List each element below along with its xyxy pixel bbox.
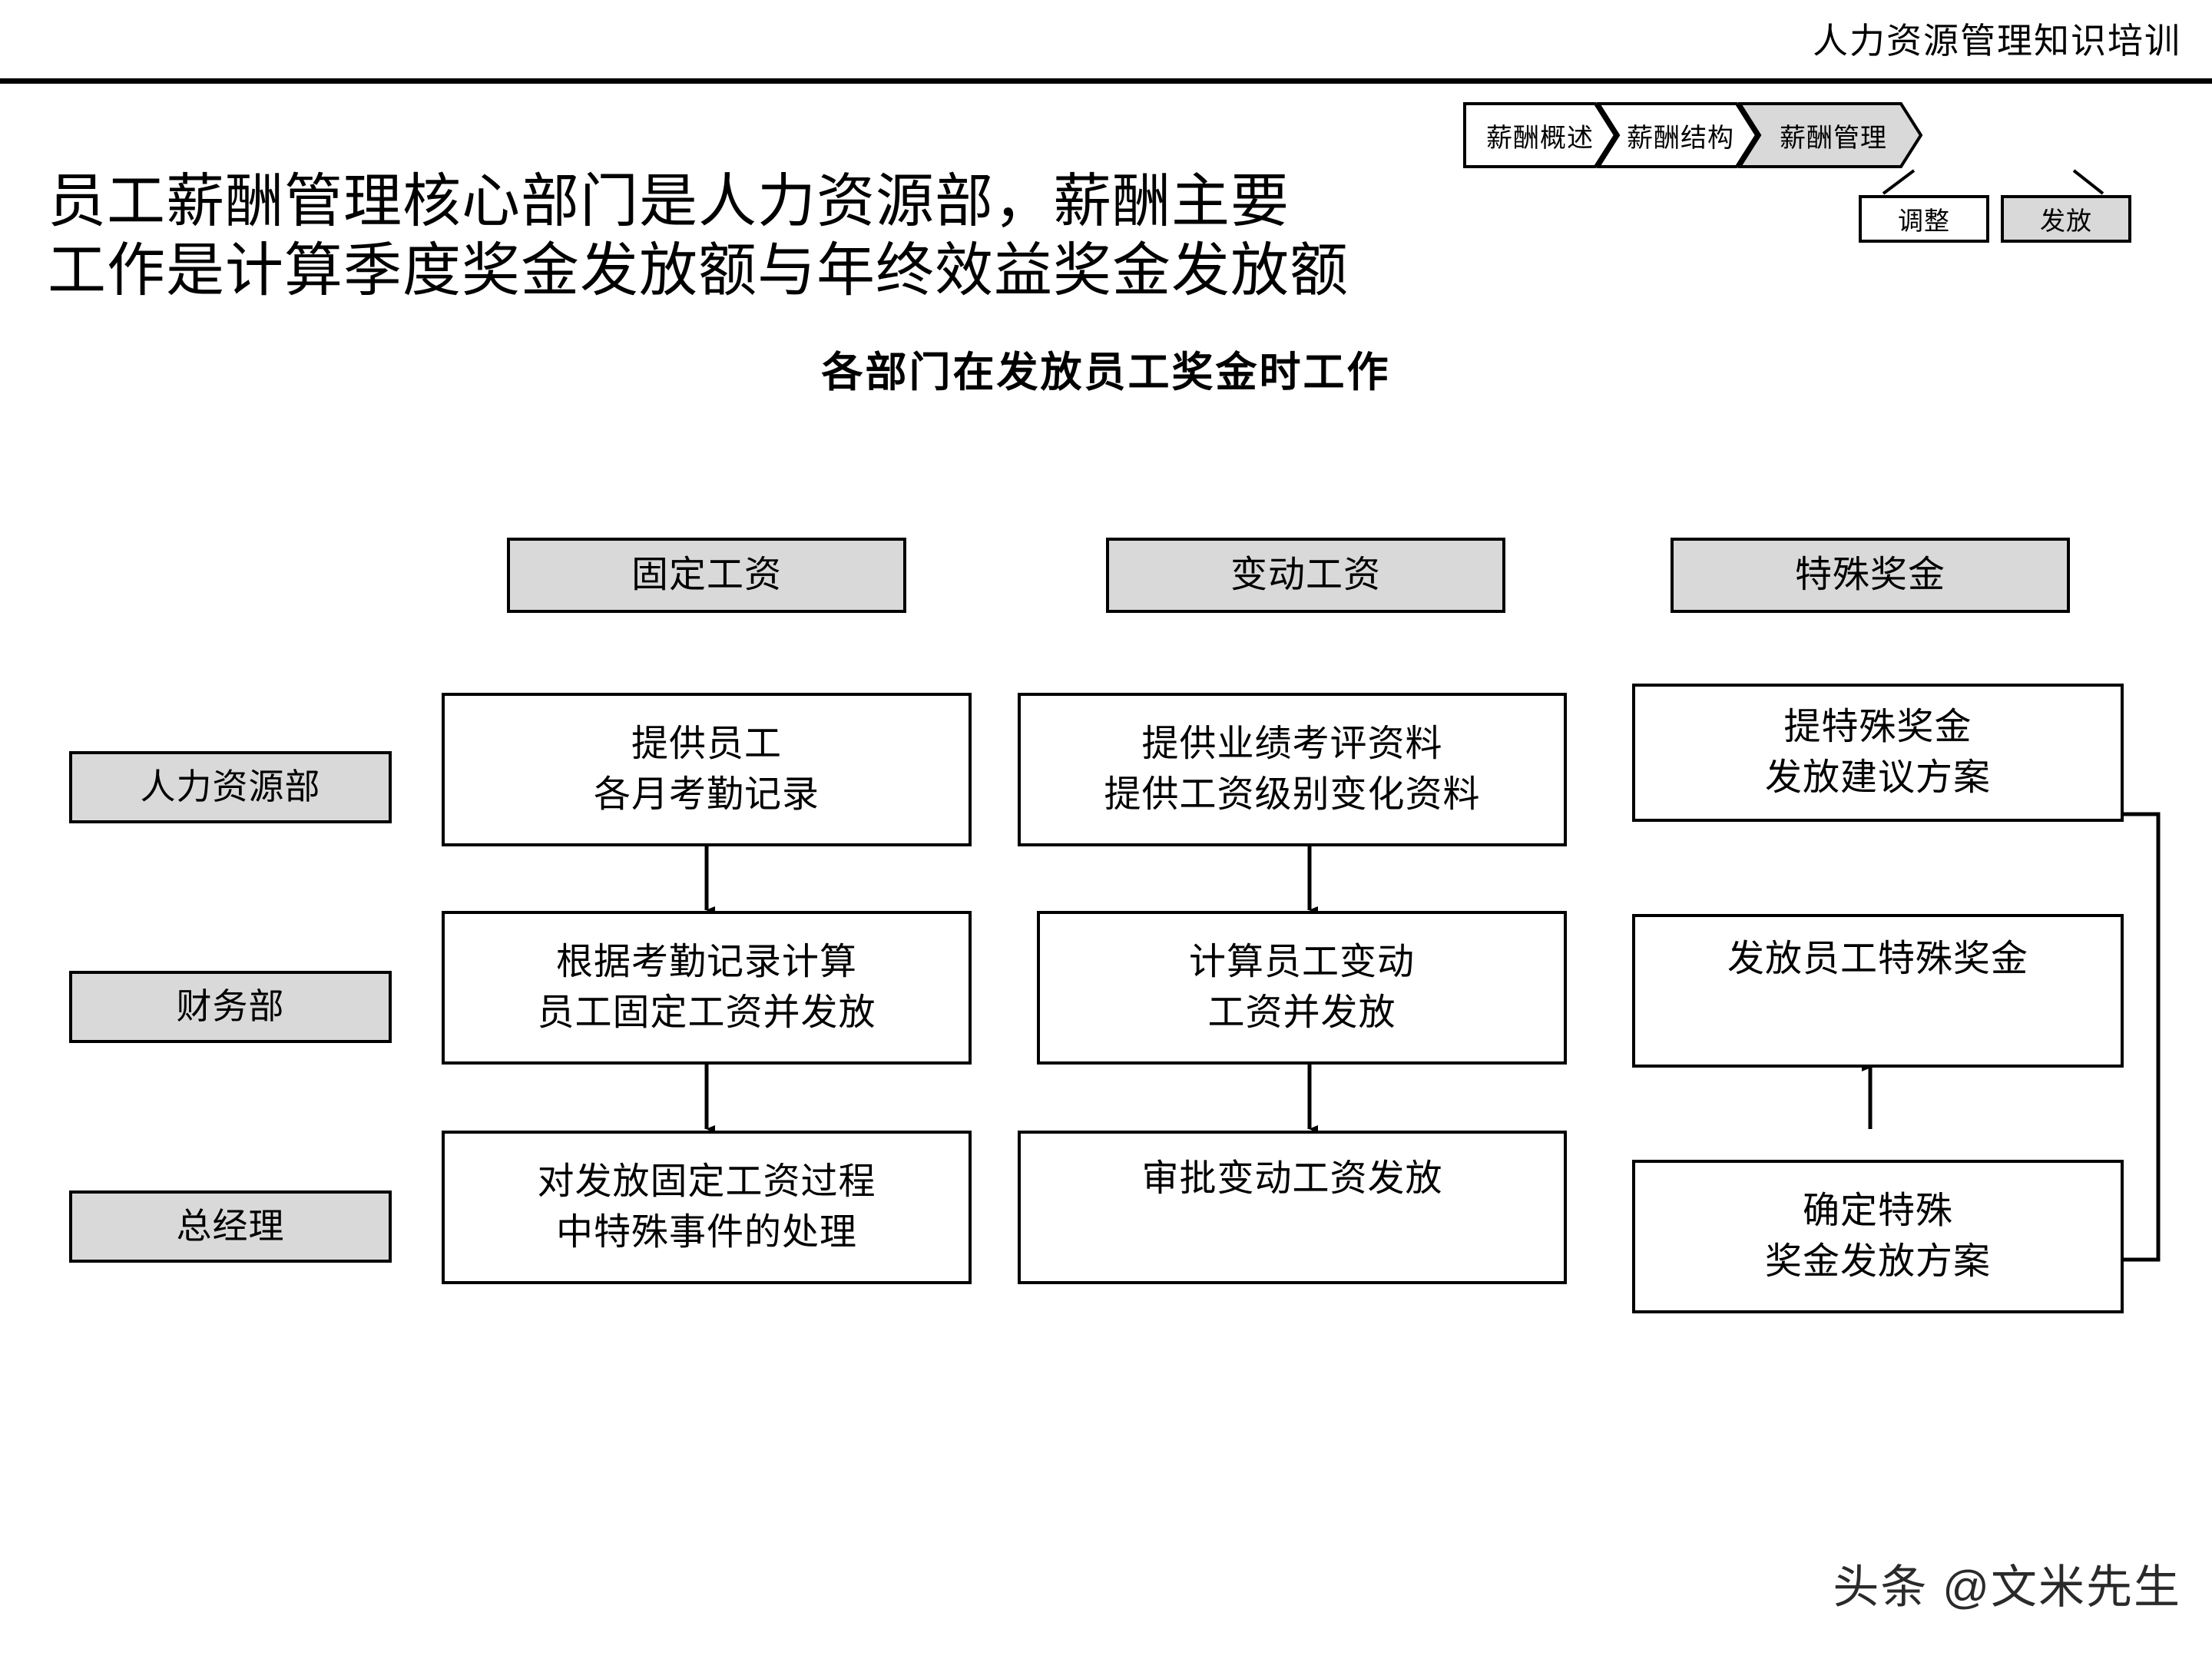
breadcrumb-subitem-issue-label: 发放	[2040, 207, 2092, 235]
row-label-hr-department-text: 人力资源部	[140, 767, 321, 807]
cell-variable-hr-line-1: 提供业绩考评资料	[1141, 723, 1443, 764]
cell-fixed-finance-line-1: 根据考勤记录计算	[555, 941, 857, 982]
cell-special-finance: 发放员工特殊奖金	[1632, 914, 2124, 1068]
slide-title: 员工薪酬管理核心部门是人力资源部，薪酬主要 工作是计算季度奖金发放额与年终效益奖…	[48, 167, 1791, 305]
breadcrumb-item-2-label: 薪酬结构	[1627, 123, 1734, 153]
column-header-variable-salary-label: 变动工资	[1230, 554, 1381, 595]
cell-special-hr-line-2: 发放建议方案	[1764, 757, 1991, 798]
cell-fixed-gm-line-2: 中特殊事件的处理	[555, 1212, 857, 1253]
cell-fixed-gm-line-1: 对发放固定工资过程	[537, 1161, 876, 1202]
row-label-finance-department-text: 财务部	[176, 986, 285, 1027]
breadcrumb-item-3-label: 薪酬管理	[1780, 123, 1887, 153]
cell-variable-gm: 审批变动工资发放	[1018, 1131, 1567, 1284]
page-title: 人力资源管理知识培训	[1813, 21, 2181, 61]
slide-header: 人力资源管理知识培训	[0, 23, 2212, 84]
cell-special-gm-line-1: 确定特殊	[1802, 1190, 1953, 1231]
cell-variable-finance-line-2: 工资并发放	[1207, 992, 1396, 1033]
column-header-fixed-salary: 固定工资	[507, 538, 906, 613]
breadcrumb-subitem-adjust[interactable]: 调整	[1859, 195, 1989, 243]
cell-special-hr: 提特殊奖金 发放建议方案	[1632, 684, 2124, 822]
cell-variable-gm-line-1: 审批变动工资发放	[1141, 1158, 1443, 1199]
cell-fixed-hr: 提供员工 各月考勤记录	[442, 693, 972, 846]
cell-variable-hr-line-2: 提供工资级别变化资料	[1104, 774, 1481, 815]
cell-variable-hr: 提供业绩考评资料 提供工资级别变化资料	[1018, 693, 1567, 846]
watermark: 头条 @文米先生	[1833, 1561, 2181, 1613]
slide-title-line-1: 员工薪酬管理核心部门是人力资源部，薪酬主要	[48, 169, 1290, 234]
breadcrumb-item-2[interactable]: 薪酬结构	[1597, 102, 1758, 168]
slide-title-line-2: 工作是计算季度奖金发放额与年终效益奖金发放额	[48, 237, 1349, 303]
cell-variable-finance-line-1: 计算员工变动	[1188, 941, 1415, 982]
cell-special-gm-line-2: 奖金发放方案	[1764, 1241, 1991, 1282]
breadcrumb-item-1[interactable]: 薪酬概述	[1463, 102, 1617, 168]
cell-special-gm: 确定特殊 奖金发放方案	[1632, 1160, 2124, 1313]
row-label-finance-department: 财务部	[69, 971, 392, 1043]
cell-fixed-hr-line-2: 各月考勤记录	[593, 774, 820, 815]
cell-special-finance-line-1: 发放员工特殊奖金	[1727, 939, 2028, 979]
cell-fixed-finance: 根据考勤记录计算 员工固定工资并发放	[442, 911, 972, 1065]
column-header-fixed-salary-label: 固定工资	[631, 554, 782, 595]
breadcrumb-subitem-issue[interactable]: 发放	[2001, 195, 2131, 243]
slide-subtitle: 各部门在发放员工奖金时工作	[821, 349, 1391, 396]
cell-fixed-hr-line-1: 提供员工	[631, 723, 782, 764]
breadcrumb-item-3[interactable]: 薪酬管理	[1738, 102, 1922, 168]
cell-special-hr-line-1: 提特殊奖金	[1783, 706, 1972, 747]
column-header-special-bonus-label: 特殊奖金	[1794, 554, 1945, 595]
chevron-shape-icon	[1738, 102, 1922, 168]
cell-fixed-finance-line-2: 员工固定工资并发放	[537, 992, 876, 1033]
breadcrumb-subitem-adjust-label: 调整	[1898, 207, 1950, 235]
cell-variable-finance: 计算员工变动 工资并发放	[1037, 911, 1567, 1065]
chevron-shape-icon	[1463, 102, 1617, 168]
chevron-shape-icon	[1597, 102, 1758, 168]
row-label-general-manager: 总经理	[69, 1190, 392, 1263]
column-header-special-bonus: 特殊奖金	[1671, 538, 2070, 613]
breadcrumb-item-1-label: 薪酬概述	[1486, 123, 1594, 153]
cell-fixed-gm: 对发放固定工资过程 中特殊事件的处理	[442, 1131, 972, 1284]
breadcrumb: 薪酬概述 薪酬结构 薪酬管理	[1463, 102, 1922, 168]
row-label-general-manager-text: 总经理	[176, 1206, 285, 1247]
row-label-hr-department: 人力资源部	[69, 751, 392, 823]
header-divider	[0, 78, 2212, 84]
column-header-variable-salary: 变动工资	[1106, 538, 1505, 613]
